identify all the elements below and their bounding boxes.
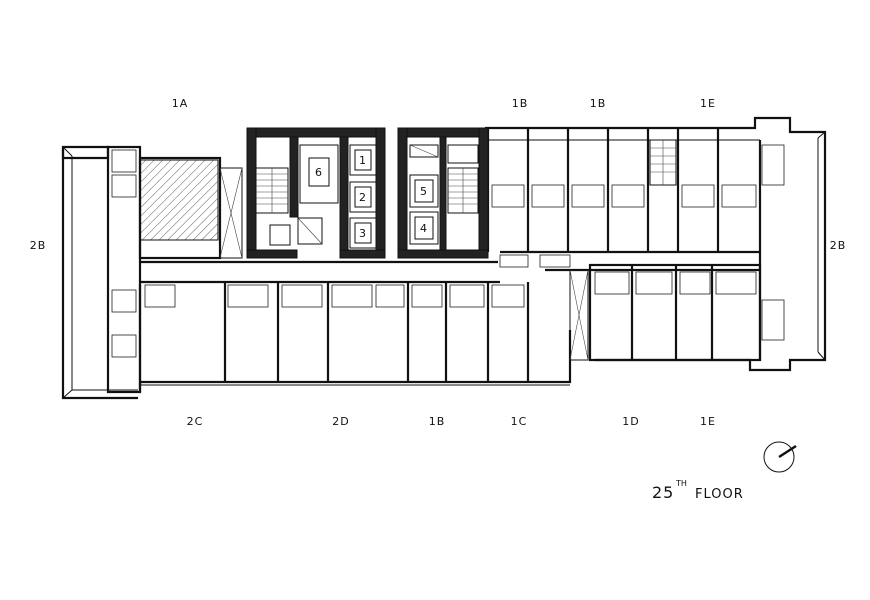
elevator-6-label: 6: [315, 166, 323, 179]
core-left: 6 1 2 3: [246, 127, 386, 259]
elevator-1-label: 1: [359, 154, 367, 167]
unit-label-1b-top-b: 1B: [590, 97, 607, 110]
unit-label-1c: 1C: [511, 415, 528, 428]
unit-label-1a: 1A: [172, 97, 189, 110]
fixtures: [111, 144, 785, 358]
unit-label-2d: 2D: [332, 415, 349, 428]
unit-label-1e-bottom: 1E: [700, 415, 716, 428]
floor-number: 25: [652, 483, 674, 502]
unit-label-1e-top: 1E: [700, 97, 716, 110]
elevator-4-label: 4: [420, 222, 428, 235]
elevator-2-label: 2: [359, 191, 367, 204]
unit-label-2b-right: 2B: [830, 239, 847, 252]
elevator-5-label: 5: [420, 185, 428, 198]
floor-title: 25 TH FLOOR: [652, 479, 744, 502]
unit-labels: 1A 1B 1B 1E 2B 2B 2C 2D 1B 1C 1D 1E: [30, 97, 847, 428]
building-outline: [61, 116, 827, 400]
elevator-3-label: 3: [359, 227, 367, 240]
unit-label-1d: 1D: [622, 415, 639, 428]
floor-word: FLOOR: [695, 487, 744, 502]
core-right: 5 4: [397, 127, 489, 259]
compass-icon: [763, 441, 797, 473]
unit-label-1b-bottom: 1B: [429, 415, 446, 428]
unit-label-2c: 2C: [187, 415, 204, 428]
unit-label-2b-left: 2B: [30, 239, 47, 252]
stair-east: [649, 139, 677, 186]
unit-label-1b-top-a: 1B: [512, 97, 529, 110]
floor-suffix: TH: [675, 479, 687, 488]
